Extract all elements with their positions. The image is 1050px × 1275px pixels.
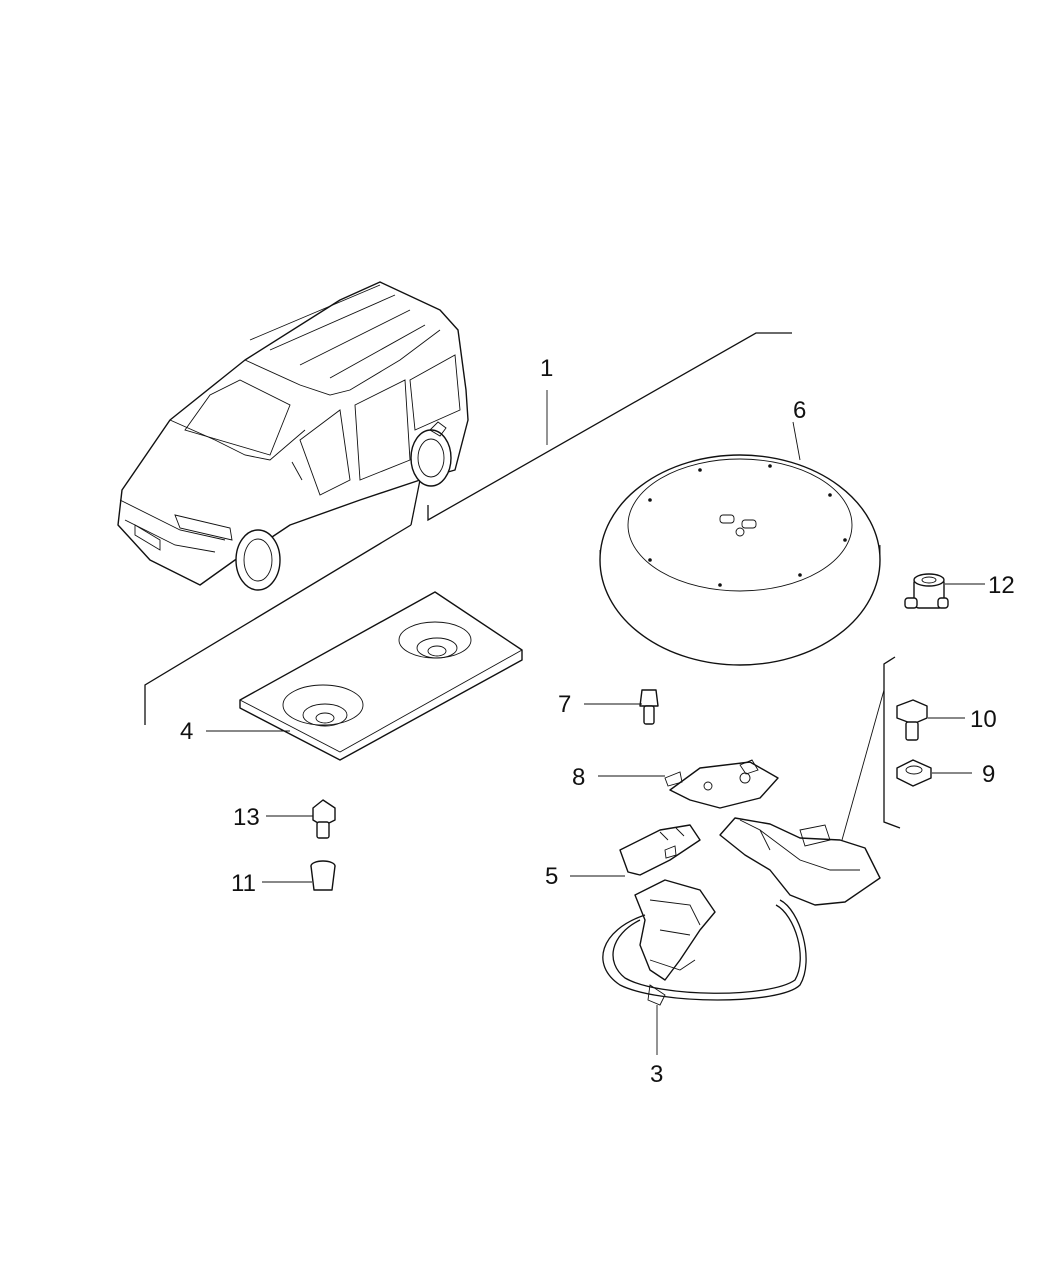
callout-11: 11: [231, 870, 256, 897]
callout-4: 4: [180, 718, 193, 745]
bracket-5: [619, 824, 701, 876]
floor-panel: [239, 591, 523, 761]
callout-13: 13: [233, 804, 260, 831]
group-bracket-1: [144, 332, 792, 725]
bracket-8: [664, 759, 779, 809]
callout-5: 5: [545, 863, 558, 890]
callout-8: 8: [572, 764, 585, 791]
van-illustration: [117, 281, 469, 591]
callout-1: 1: [540, 355, 553, 382]
group-bracket-9-10: [841, 656, 901, 841]
leader-lines: [206, 583, 985, 883]
bolt-10: [896, 699, 928, 741]
callout-7: 7: [558, 691, 571, 718]
spare-tire: [599, 421, 881, 666]
valve-part-12: [904, 573, 949, 609]
bolt-13: [312, 799, 336, 839]
callouts: 1 6 12 7 4 10 8 9 13 5 11 3: [180, 355, 1015, 1088]
spacer-11: [310, 860, 336, 891]
callout-6: 6: [793, 397, 806, 424]
winch-cable-assembly: [602, 817, 881, 1055]
bolt-7: [639, 689, 659, 725]
nut-9: [896, 759, 932, 787]
callout-3: 3: [650, 1061, 663, 1088]
callout-9: 9: [982, 761, 995, 788]
callout-12: 12: [988, 572, 1015, 599]
callout-10: 10: [970, 706, 997, 733]
